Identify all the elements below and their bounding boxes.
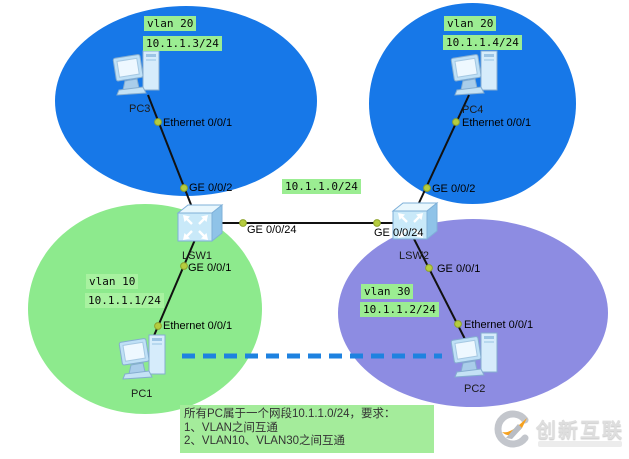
watermark-subtext-blur: [538, 441, 622, 447]
port-label-lsw1-ge24: GE 0/0/24: [247, 224, 297, 236]
vlan30-tag: vlan 30: [361, 284, 414, 299]
lsw1-icon[interactable]: [176, 203, 224, 245]
vlan10-tag: vlan 10: [86, 274, 139, 289]
port-label-lsw2-ge24: GE 0/0/24: [374, 227, 424, 239]
lsw1-name-label: LSW1: [182, 250, 212, 262]
port-dot-pc4-eth: [452, 118, 460, 126]
port-dot-pc1-eth: [154, 322, 162, 330]
pc2-icon[interactable]: [448, 330, 506, 386]
pc3-name-label: PC3: [129, 103, 151, 115]
pc3-icon[interactable]: [110, 48, 168, 104]
port-label-lsw1-ge2: GE 0/0/2: [189, 182, 233, 194]
brand-logo-icon: [494, 410, 529, 448]
port-label-lsw1-ge1: GE 0/0/1: [188, 262, 232, 274]
pc1-name-label: PC1: [131, 388, 153, 400]
lsw2-icon[interactable]: [391, 201, 439, 243]
port-label-pc3-eth: Ethernet 0/0/1: [163, 117, 233, 129]
port-dot-lsw2-ge24: [373, 219, 381, 227]
ip-tag-pc2: 10.1.1.2/24: [360, 302, 439, 317]
ip-tag-pc4: 10.1.1.4/24: [443, 35, 522, 50]
port-dot-lsw1-ge2: [180, 184, 188, 192]
port-label-lsw2-ge2: GE 0/0/2: [432, 183, 476, 195]
port-dot-pc2-eth: [454, 320, 462, 328]
port-label-lsw2-ge1: GE 0/0/1: [437, 263, 481, 275]
vlan10-zone: [28, 204, 262, 414]
vlan20-right-tag: vlan 20: [444, 16, 497, 31]
watermark: 创新互联: [492, 408, 627, 456]
link-pc3-lsw1: [147, 94, 198, 221]
note-line-1: 所有PC属于一个网段10.1.1.0/24，要求：: [184, 408, 396, 420]
requirements-note: 所有PC属于一个网段10.1.1.0/24，要求： 1、VLAN之间互通 2、V…: [180, 405, 434, 453]
pc1-icon[interactable]: [116, 332, 174, 388]
brand-name: 创新互联: [536, 420, 624, 442]
pc4-icon[interactable]: [448, 48, 506, 104]
ip-tag-pc3: 10.1.1.3/24: [143, 36, 222, 51]
link-pc4-lsw2: [411, 94, 470, 219]
port-label-pc4-eth: Ethernet 0/0/1: [462, 117, 532, 129]
port-label-pc1-eth: Ethernet 0/0/1: [163, 320, 233, 332]
pc4-name-label: PC4: [462, 104, 484, 116]
port-label-pc2-eth: Ethernet 0/0/1: [464, 319, 534, 331]
ip-tag-pc1: 10.1.1.1/24: [85, 293, 164, 308]
port-dot-lsw1-ge1: [180, 262, 188, 270]
network-segment-tag: 10.1.1.0/24: [282, 179, 361, 194]
note-line-2: 1、VLAN之间互通: [184, 421, 278, 434]
port-dot-lsw2-ge2: [423, 184, 431, 192]
port-dot-pc3-eth: [154, 118, 162, 126]
lsw2-name-label: LSW2: [399, 250, 429, 262]
port-dots: [154, 118, 462, 330]
port-dot-lsw2-ge1: [425, 264, 433, 272]
port-dot-lsw1-ge24: [239, 219, 247, 227]
pc2-name-label: PC2: [464, 383, 486, 395]
vlan20-left-tag: vlan 20: [144, 16, 197, 31]
note-line-3: 2、VLAN10、VLAN30之间互通: [184, 435, 346, 447]
